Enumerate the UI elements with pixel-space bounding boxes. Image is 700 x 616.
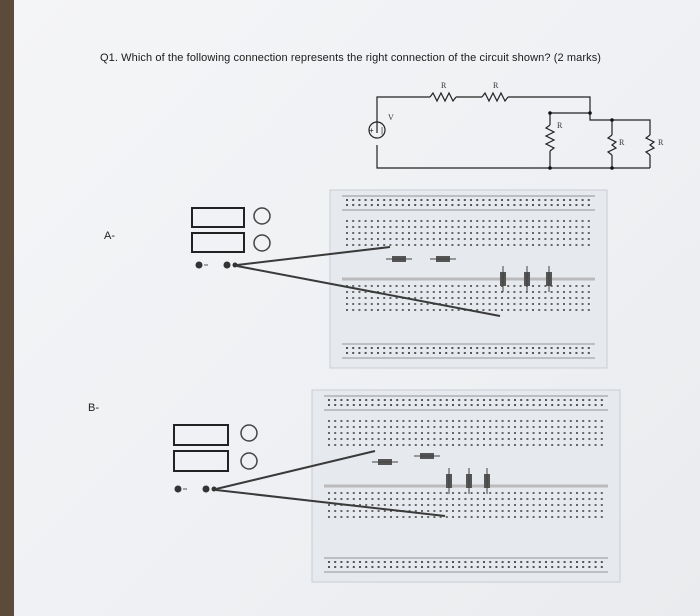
svg-text:+: + <box>369 126 374 135</box>
resistor-r2-label: R <box>493 81 499 90</box>
wire-a-positive <box>236 246 391 266</box>
power-supply-b <box>173 424 258 493</box>
resistor-r4-label: R <box>619 138 625 147</box>
option-a-label: A- <box>104 230 115 242</box>
wires-b <box>215 450 446 517</box>
wire-b-negative <box>215 489 446 517</box>
resistor-r4-symbol <box>606 134 618 156</box>
breadboard-b <box>311 389 621 583</box>
wire-a-negative <box>236 265 501 317</box>
wire-b-positive <box>215 450 376 490</box>
circuit-schematic <box>368 91 656 169</box>
source-label: V <box>388 113 394 122</box>
svg-text:|: | <box>381 126 383 135</box>
option-b-label: B- <box>88 402 99 414</box>
power-supply-a <box>191 207 271 269</box>
resistor-r1-label: R <box>441 81 447 90</box>
resistor-r3-symbol <box>544 124 556 152</box>
question-text: Q1. Which of the following connection re… <box>100 52 602 64</box>
resistor-r5-label: R <box>658 138 664 147</box>
voltage-source-symbol <box>368 121 386 139</box>
resistor-r1-symbol <box>429 91 457 103</box>
resistor-r5-symbol <box>644 134 656 156</box>
resistor-r3-label: R <box>557 121 563 130</box>
resistor-r2-symbol <box>481 91 509 103</box>
wires-a <box>236 246 501 317</box>
breadboard-a <box>329 189 608 369</box>
